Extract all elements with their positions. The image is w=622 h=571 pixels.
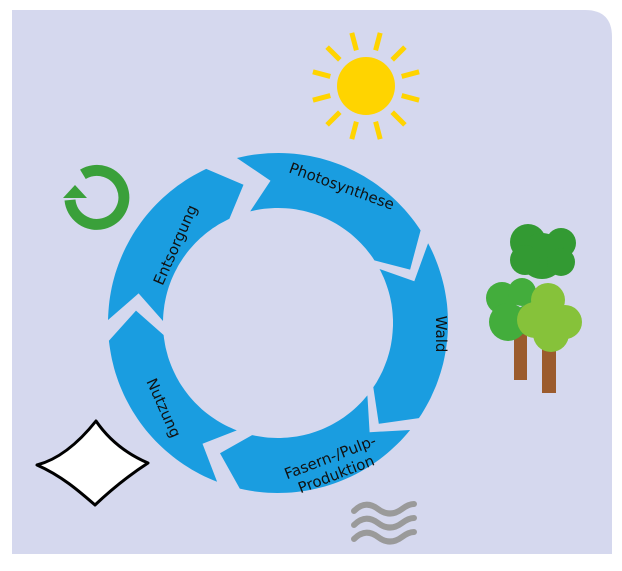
arrow-wald — [373, 243, 448, 424]
sun-ray — [401, 69, 420, 79]
paper-sheet-icon — [35, 419, 150, 507]
sun-ray — [325, 45, 342, 62]
arrow-entsorgung — [108, 168, 244, 321]
sun-ray — [390, 110, 407, 127]
sun-ray — [325, 110, 342, 127]
sun-ray — [312, 69, 331, 79]
fiber-waves-icon — [351, 501, 417, 545]
sun-ray — [401, 93, 420, 103]
tree-group-icon — [486, 224, 582, 393]
sun-ray — [390, 45, 407, 62]
sun-ray — [349, 32, 359, 51]
arrow-nutzung — [108, 310, 237, 482]
arrow-fasern-pulp-produktion — [220, 395, 411, 493]
sun-ray — [373, 32, 383, 51]
recycle-icon — [63, 164, 130, 230]
sun-ray — [349, 121, 359, 140]
stage-label-wald: Wald — [432, 316, 450, 353]
cycle-ring — [108, 153, 448, 493]
sun-ray — [312, 93, 331, 103]
sun-icon — [312, 32, 420, 140]
sun-ray — [373, 121, 383, 140]
arrow-photosynthese — [236, 153, 421, 270]
